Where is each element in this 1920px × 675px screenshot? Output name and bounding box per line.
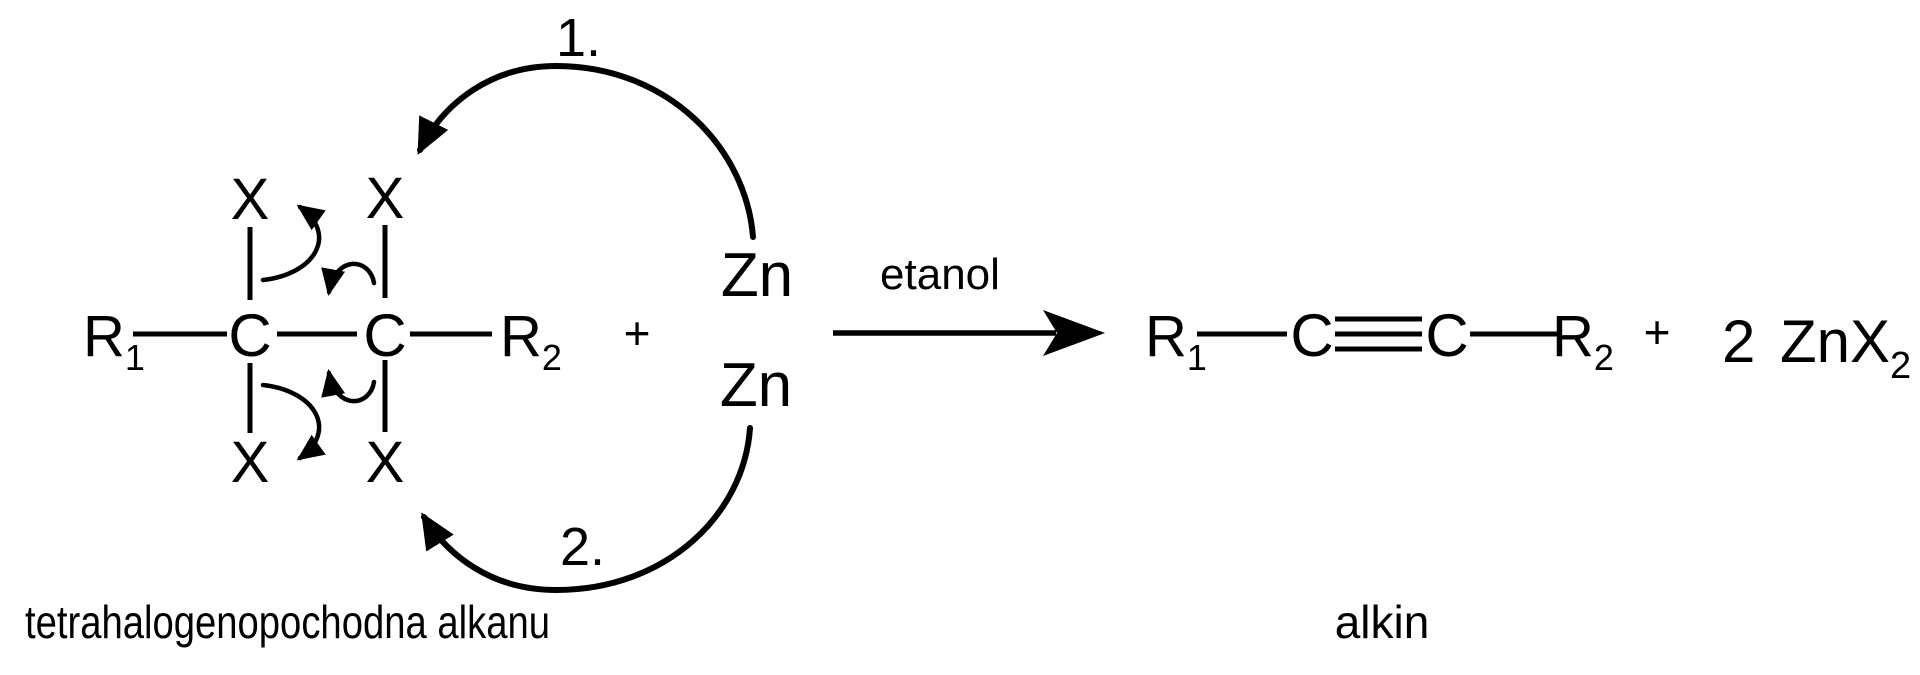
zn-top-label: Zn (721, 241, 793, 310)
step-1-label: 1. (556, 8, 601, 68)
reactant-caption: tetrahalogenopochodna alkanu (25, 596, 550, 648)
plus-right-sign: + (1644, 306, 1671, 358)
product-c-left-label: C (1290, 302, 1333, 369)
x-substituent-bottom-right: X (366, 430, 405, 495)
x-substituent-bottom-left: X (231, 430, 270, 495)
zinc-attack-arrows: 1. 2. (417, 8, 756, 594)
plus-left-sign: + (624, 307, 651, 359)
curved-arrow-bottom-left-to-x-icon (260, 382, 326, 461)
step-2-label: 2. (560, 517, 605, 577)
step-1-curved-arrow-icon (417, 62, 756, 240)
reaction-arrow: etanol (833, 250, 1105, 356)
x-substituent-top-right: X (366, 166, 405, 231)
step-2-curved-arrow-icon (421, 425, 753, 594)
reactant-structure: R1 C C R2 X X X X (83, 166, 562, 495)
reactant-c-left-label: C (228, 302, 271, 369)
solvent-label: etanol (880, 250, 1000, 299)
reactant-r1-label: R1 (83, 304, 145, 378)
zinc-reagent: Zn Zn (720, 241, 793, 420)
product-c-right-label: C (1425, 302, 1468, 369)
curved-arrow-bottom-right-to-bond-icon (321, 369, 377, 404)
product-r1-label: R1 (1145, 304, 1207, 378)
x-substituent-top-left: X (231, 167, 270, 232)
curved-arrow-top-left-to-x-icon (260, 204, 326, 283)
electron-pushing-arrows (260, 204, 377, 461)
reactant-c-right-label: C (363, 302, 406, 369)
reactant-r2-label: R2 (500, 304, 562, 378)
product-r2-label: R2 (1552, 304, 1614, 378)
product-caption: alkin (1335, 596, 1430, 648)
zn-bottom-label: Zn (720, 351, 792, 420)
curved-arrow-top-right-to-bond-icon (321, 261, 377, 296)
triple-bond (1335, 316, 1422, 352)
product-structure: R1 C C R2 (1145, 302, 1614, 378)
reaction-arrow-head-icon (1043, 310, 1105, 356)
